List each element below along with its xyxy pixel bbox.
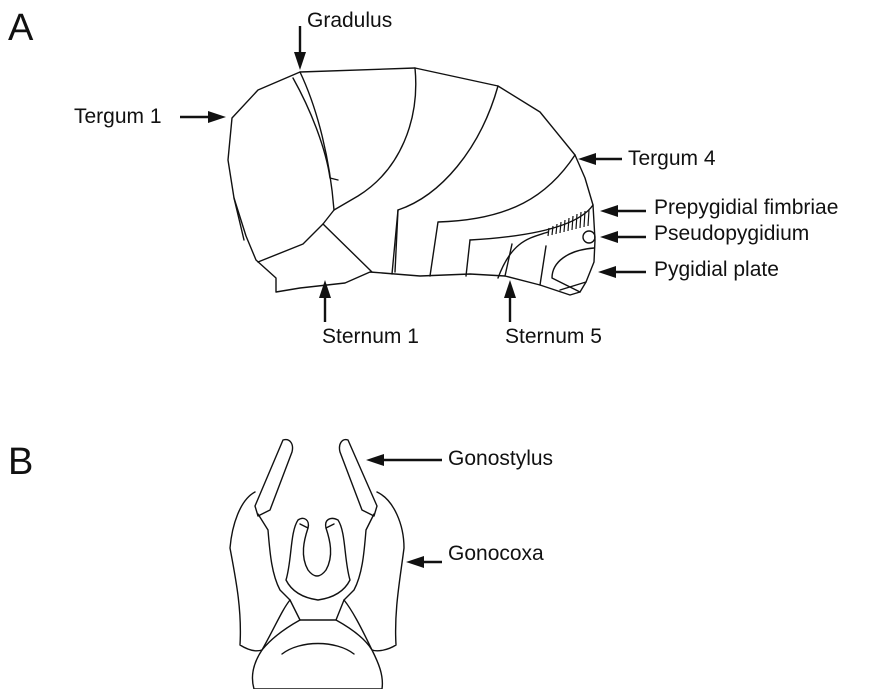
label-pygidial-plate: Pygidial plate — [654, 258, 779, 281]
tergum1-boundary — [258, 72, 334, 262]
label-gradulus: Gradulus — [307, 9, 392, 32]
tergum1-margin — [234, 198, 244, 240]
gradulus-line — [293, 78, 338, 180]
tergum5-boundary — [470, 205, 593, 240]
label-gonocoxa: Gonocoxa — [448, 542, 544, 565]
gonostylus-right — [339, 440, 377, 516]
genitalia-drawing — [230, 440, 404, 689]
panel-label-a: A — [8, 7, 34, 49]
arrow-gonocoxa — [406, 556, 442, 568]
arrow-prepygidial-fimbriae — [600, 205, 646, 217]
tergum2-boundary — [334, 68, 416, 210]
tergum3-boundary — [392, 86, 498, 274]
label-sternum5: Sternum 5 — [505, 325, 602, 348]
label-tergum4: Tergum 4 — [628, 147, 716, 170]
prepygidial-fimbriae-hatching — [548, 210, 589, 236]
metasoma-lateral-drawing — [228, 68, 595, 295]
arrow-gonostylus — [366, 454, 442, 466]
arrow-tergum1 — [180, 111, 226, 123]
label-gonostylus: Gonostylus — [448, 447, 553, 470]
arrow-pseudopygidium — [600, 231, 646, 243]
arrow-pygidial-plate — [598, 266, 646, 278]
gonostylus-left — [255, 440, 293, 516]
tergum2-lower — [323, 224, 372, 272]
label-sternum1: Sternum 1 — [322, 325, 419, 348]
arrow-tergum4 — [578, 153, 622, 165]
penis-valves — [286, 518, 350, 600]
tergum4-lower — [466, 240, 470, 276]
gonobase-inner — [282, 600, 354, 654]
label-prepygidial-fimbriae: Prepygidial fimbriae — [654, 196, 838, 219]
arrow-sternum5 — [504, 280, 516, 322]
penis-valve-tips — [300, 524, 334, 528]
panel-label-b: B — [8, 441, 33, 483]
arrow-gradulus — [294, 26, 306, 70]
metasoma-outline — [228, 68, 595, 295]
sternum5-boundary — [540, 246, 546, 285]
label-tergum1: Tergum 1 — [74, 105, 162, 128]
gonocoxa-left — [230, 492, 290, 651]
label-pseudopygidium: Pseudopygidium — [654, 222, 809, 245]
pseudopygidium-shape — [583, 231, 595, 243]
